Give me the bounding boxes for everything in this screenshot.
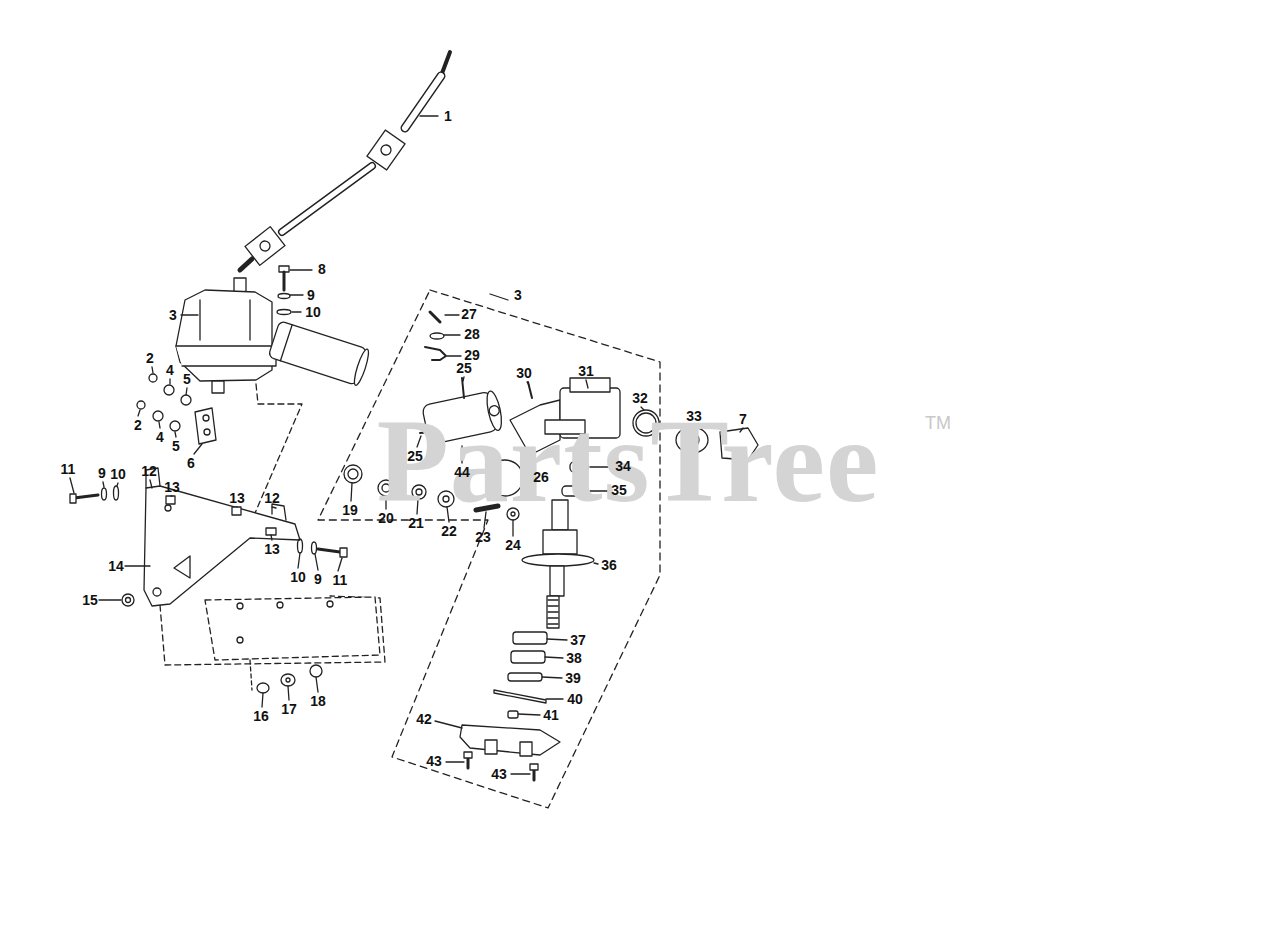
callout-number: 22 [441, 523, 457, 539]
callout-number: 37 [570, 632, 586, 648]
callout-number: 8 [318, 261, 326, 277]
callout-number: 5 [183, 371, 191, 387]
callout-number: 11 [61, 461, 76, 477]
callout-number: 7 [739, 411, 747, 427]
callout-number: 20 [378, 510, 394, 526]
callout-number: 17 [281, 701, 297, 717]
callout-number: 2 [146, 350, 154, 366]
callout-number: 3 [169, 307, 177, 323]
callout-number: 27 [461, 306, 477, 322]
callout-number: 5 [172, 438, 180, 454]
callout-number: 21 [408, 515, 424, 531]
callout-number: 9 [98, 465, 106, 481]
callout-number: 31 [578, 363, 594, 379]
callout-number: 13 [229, 490, 245, 506]
callout-number: 32 [632, 390, 648, 406]
callout-number: 14 [108, 558, 124, 574]
callout-number: 11 [333, 572, 348, 588]
callout-number: 12 [264, 490, 280, 506]
callout-number: 6 [187, 455, 195, 471]
callout-number: 42 [416, 711, 432, 727]
callout-number: 18 [310, 693, 326, 709]
callout-number: 12 [141, 463, 157, 479]
callout-number: 43 [426, 753, 442, 769]
callout-number: 44 [454, 464, 470, 480]
callout-number: 35 [611, 482, 627, 498]
callout-number: 10 [110, 466, 126, 482]
callout-number: 15 [82, 592, 98, 608]
trademark-mark: TM [925, 413, 951, 433]
callout-number: 26 [533, 469, 549, 485]
callout-number: 40 [567, 691, 583, 707]
callout-number: 9 [314, 571, 322, 587]
callout-number: 23 [475, 529, 491, 545]
callout-number: 38 [566, 650, 582, 666]
callout-number: 28 [464, 326, 480, 342]
callout-number: 13 [164, 479, 180, 495]
callout-number: 16 [253, 708, 269, 724]
callout-number: 39 [565, 670, 581, 686]
callout-number: 34 [615, 458, 631, 474]
callout-number: 9 [307, 287, 315, 303]
callout-number: 10 [290, 569, 306, 585]
callout-number: 43 [491, 766, 507, 782]
callout-number: 3 [514, 287, 522, 303]
callout-number: 25 [456, 360, 472, 376]
callout-number: 19 [342, 502, 358, 518]
callout-number: 36 [601, 557, 617, 573]
callout-number: 2 [134, 417, 142, 433]
callout-number: 10 [305, 304, 321, 320]
callout-number: 4 [166, 362, 174, 378]
callout-number: 41 [543, 707, 559, 723]
callout-number: 25 [407, 448, 423, 464]
callout-number: 4 [156, 429, 164, 445]
callout-number: 30 [516, 365, 532, 381]
callout-number: 13 [264, 541, 280, 557]
callout-number: 24 [505, 537, 521, 553]
callout-number: 1 [444, 108, 452, 124]
callout-number: 33 [686, 408, 702, 424]
